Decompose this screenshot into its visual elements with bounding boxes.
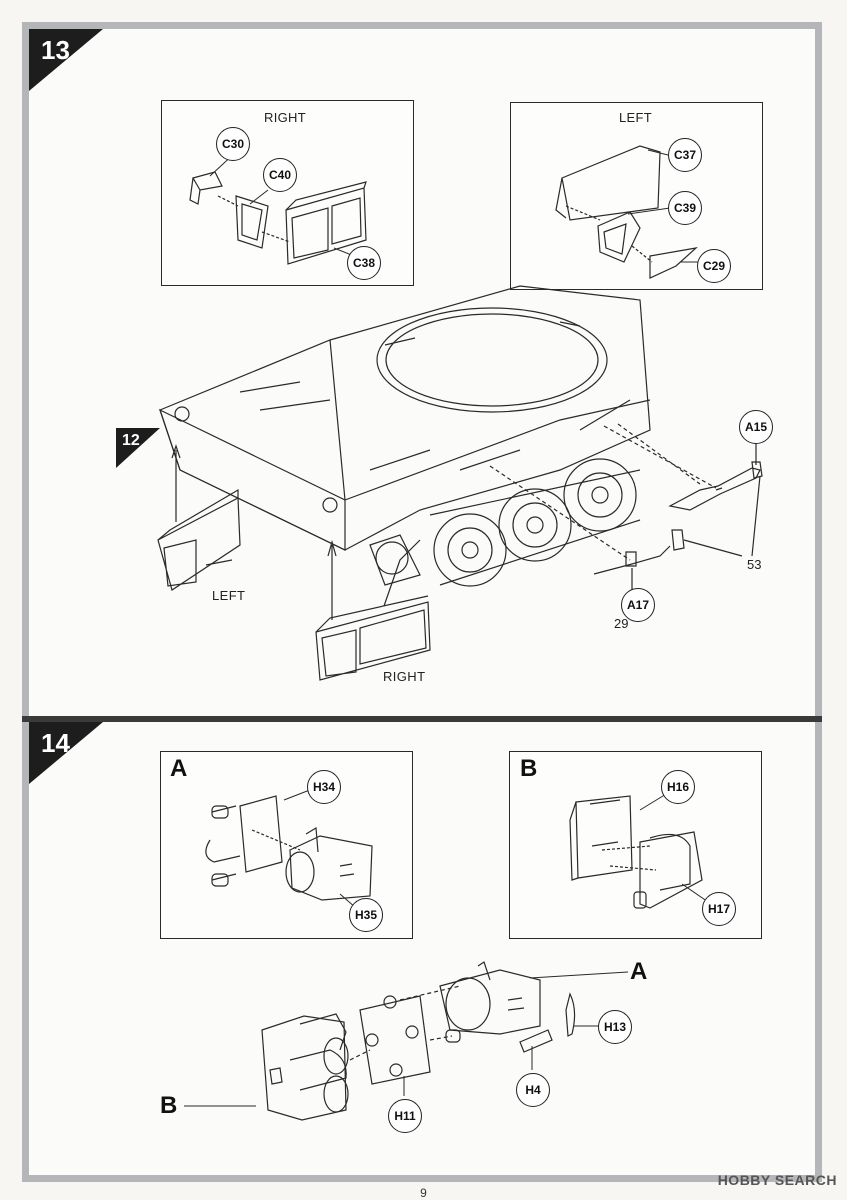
main-assembly-label-a: A [630, 958, 648, 985]
callout-c38: C38 [347, 246, 381, 280]
callout-a17: A17 [621, 588, 655, 622]
number-29: 29 [614, 616, 629, 631]
panel-a-letter: A [170, 755, 188, 782]
number-53: 53 [747, 557, 762, 572]
callout-h13: H13 [598, 1010, 632, 1044]
callout-h34: H34 [307, 770, 341, 804]
page-number: 9 [420, 1186, 427, 1200]
step13-left-panel-title: LEFT [619, 110, 652, 125]
step-14-number: 14 [41, 728, 70, 758]
main-right-label: RIGHT [383, 669, 426, 684]
main-left-label: LEFT [212, 588, 246, 603]
step-13-number: 13 [41, 35, 70, 65]
callout-h17: H17 [702, 892, 736, 926]
callout-c30: C30 [216, 127, 250, 161]
callout-c39: C39 [668, 191, 702, 225]
callout-c37: C37 [668, 138, 702, 172]
callout-c29: C29 [697, 249, 731, 283]
callout-h35: H35 [349, 898, 383, 932]
callout-a15: A15 [739, 410, 773, 444]
step-12-number: 12 [122, 432, 140, 449]
callout-c40: C40 [263, 158, 297, 192]
step13-right-panel-title: RIGHT [264, 110, 306, 125]
main-assembly-label-b: B [160, 1092, 178, 1119]
callout-h4: H4 [516, 1073, 550, 1107]
watermark-logo: HOBBY SEARCH [717, 1172, 837, 1188]
callout-h16: H16 [661, 770, 695, 804]
panel-b-letter: B [520, 755, 538, 782]
callout-h11: H11 [388, 1099, 422, 1133]
step-divider [22, 716, 822, 722]
